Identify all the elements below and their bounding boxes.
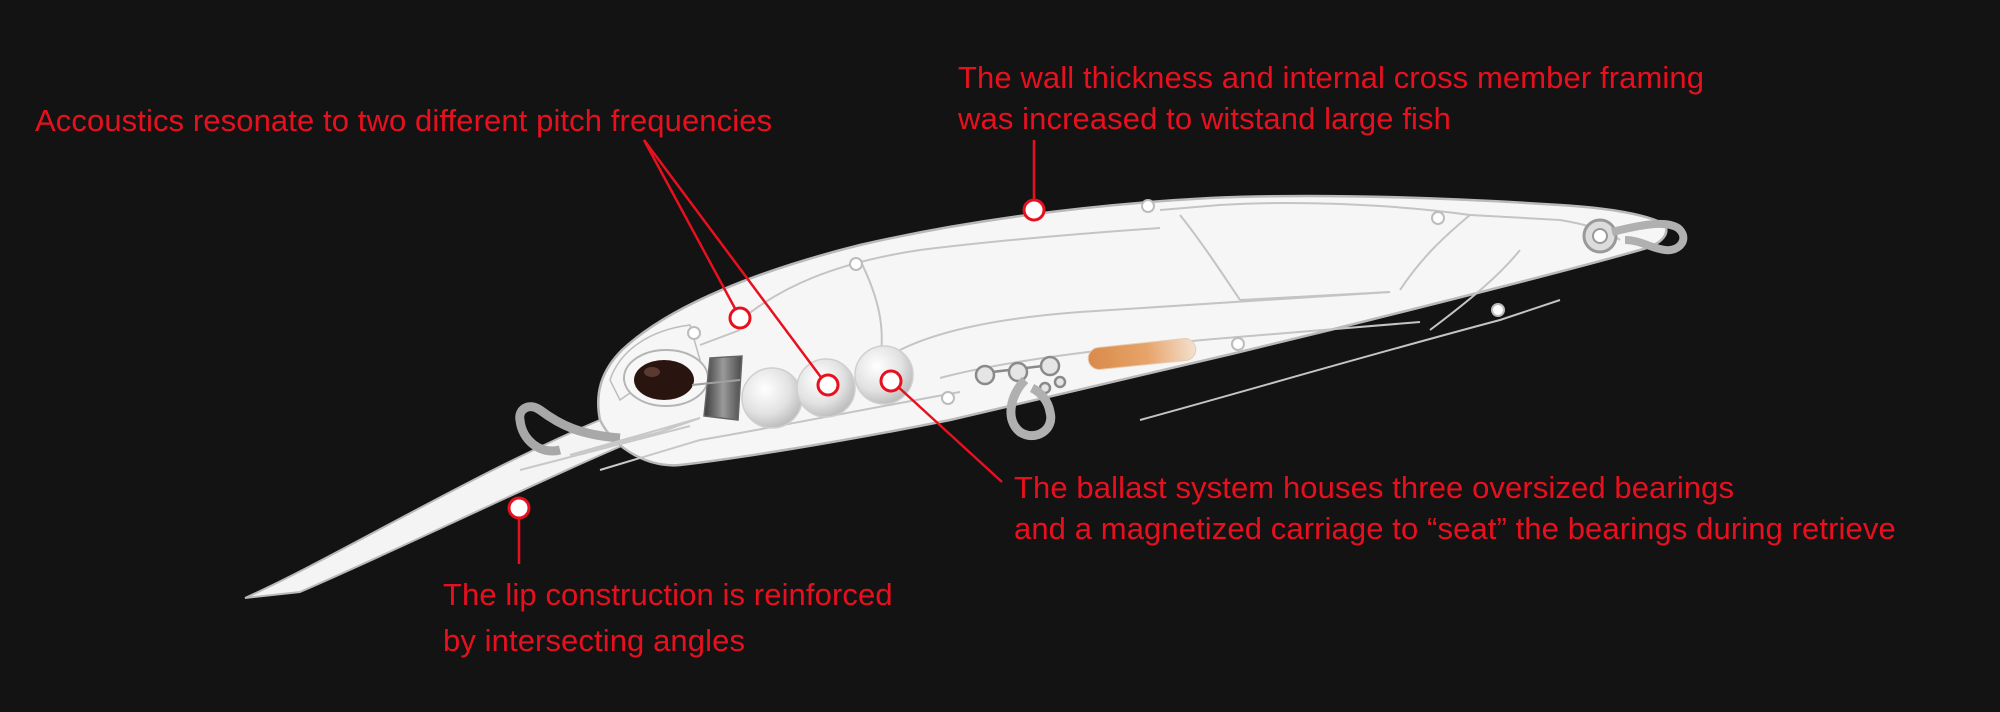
bearing-1	[741, 367, 803, 429]
internal-framing	[699, 202, 1621, 441]
eye	[634, 360, 694, 400]
eye-highlight	[644, 367, 660, 377]
wall-marker	[1022, 198, 1046, 222]
magnetized-carriage	[1087, 338, 1197, 370]
acoustics-marker-2	[816, 373, 840, 397]
callout-markers	[507, 198, 1046, 520]
tail-hook-hardware	[1582, 218, 1688, 255]
lip-annotation: The lip construction is reinforced by in…	[443, 572, 893, 664]
ballast-annotation-line-2: and a magnetized carriage to “seat” the …	[1014, 511, 1896, 546]
magnet-block	[703, 355, 743, 421]
leader-lines	[517, 139, 1036, 564]
lip-marker	[507, 496, 531, 520]
belly-hanger	[974, 355, 1067, 395]
lip-reinforcement	[519, 417, 701, 471]
line-tie	[515, 402, 621, 456]
belly-hook-eye	[1006, 376, 1056, 441]
ballast-annotation: The ballast system houses three oversize…	[1014, 467, 1896, 549]
lip-annotation-line-1: The lip construction is reinforced	[443, 577, 893, 612]
acoustics-annotation: Accoustics resonate to two different pit…	[35, 100, 772, 141]
wall-annotation-line-1: The wall thickness and internal cross me…	[958, 60, 1705, 95]
acoustics-annotation-line-1: Accoustics resonate to two different pit…	[35, 103, 773, 138]
acoustics-marker-1	[728, 306, 752, 330]
wall-annotation: The wall thickness and internal cross me…	[958, 57, 1704, 139]
lip-annotation-line-2: by intersecting angles	[443, 623, 746, 658]
ballast-marker	[879, 369, 903, 393]
ballast-annotation-line-1: The ballast system houses three oversize…	[1014, 470, 1735, 505]
frame-rivets	[687, 199, 1505, 405]
wall-annotation-line-2: was increased to witstand large fish	[958, 101, 1451, 136]
